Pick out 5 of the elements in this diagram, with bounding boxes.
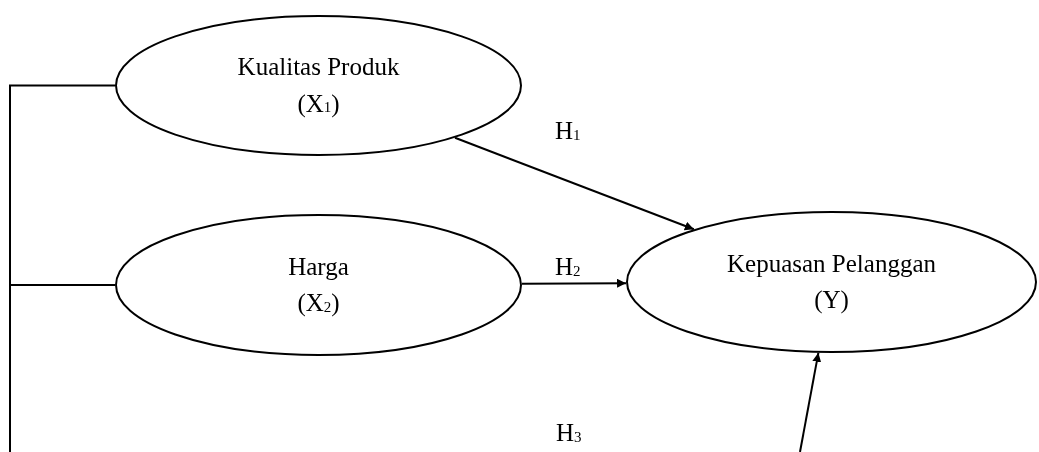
connector-line	[9, 284, 116, 452]
arrow	[520, 278, 628, 288]
variable-label: Kepuasan Pelanggan (Y)	[726, 248, 937, 316]
arrow	[454, 136, 695, 231]
arrow	[799, 351, 822, 452]
